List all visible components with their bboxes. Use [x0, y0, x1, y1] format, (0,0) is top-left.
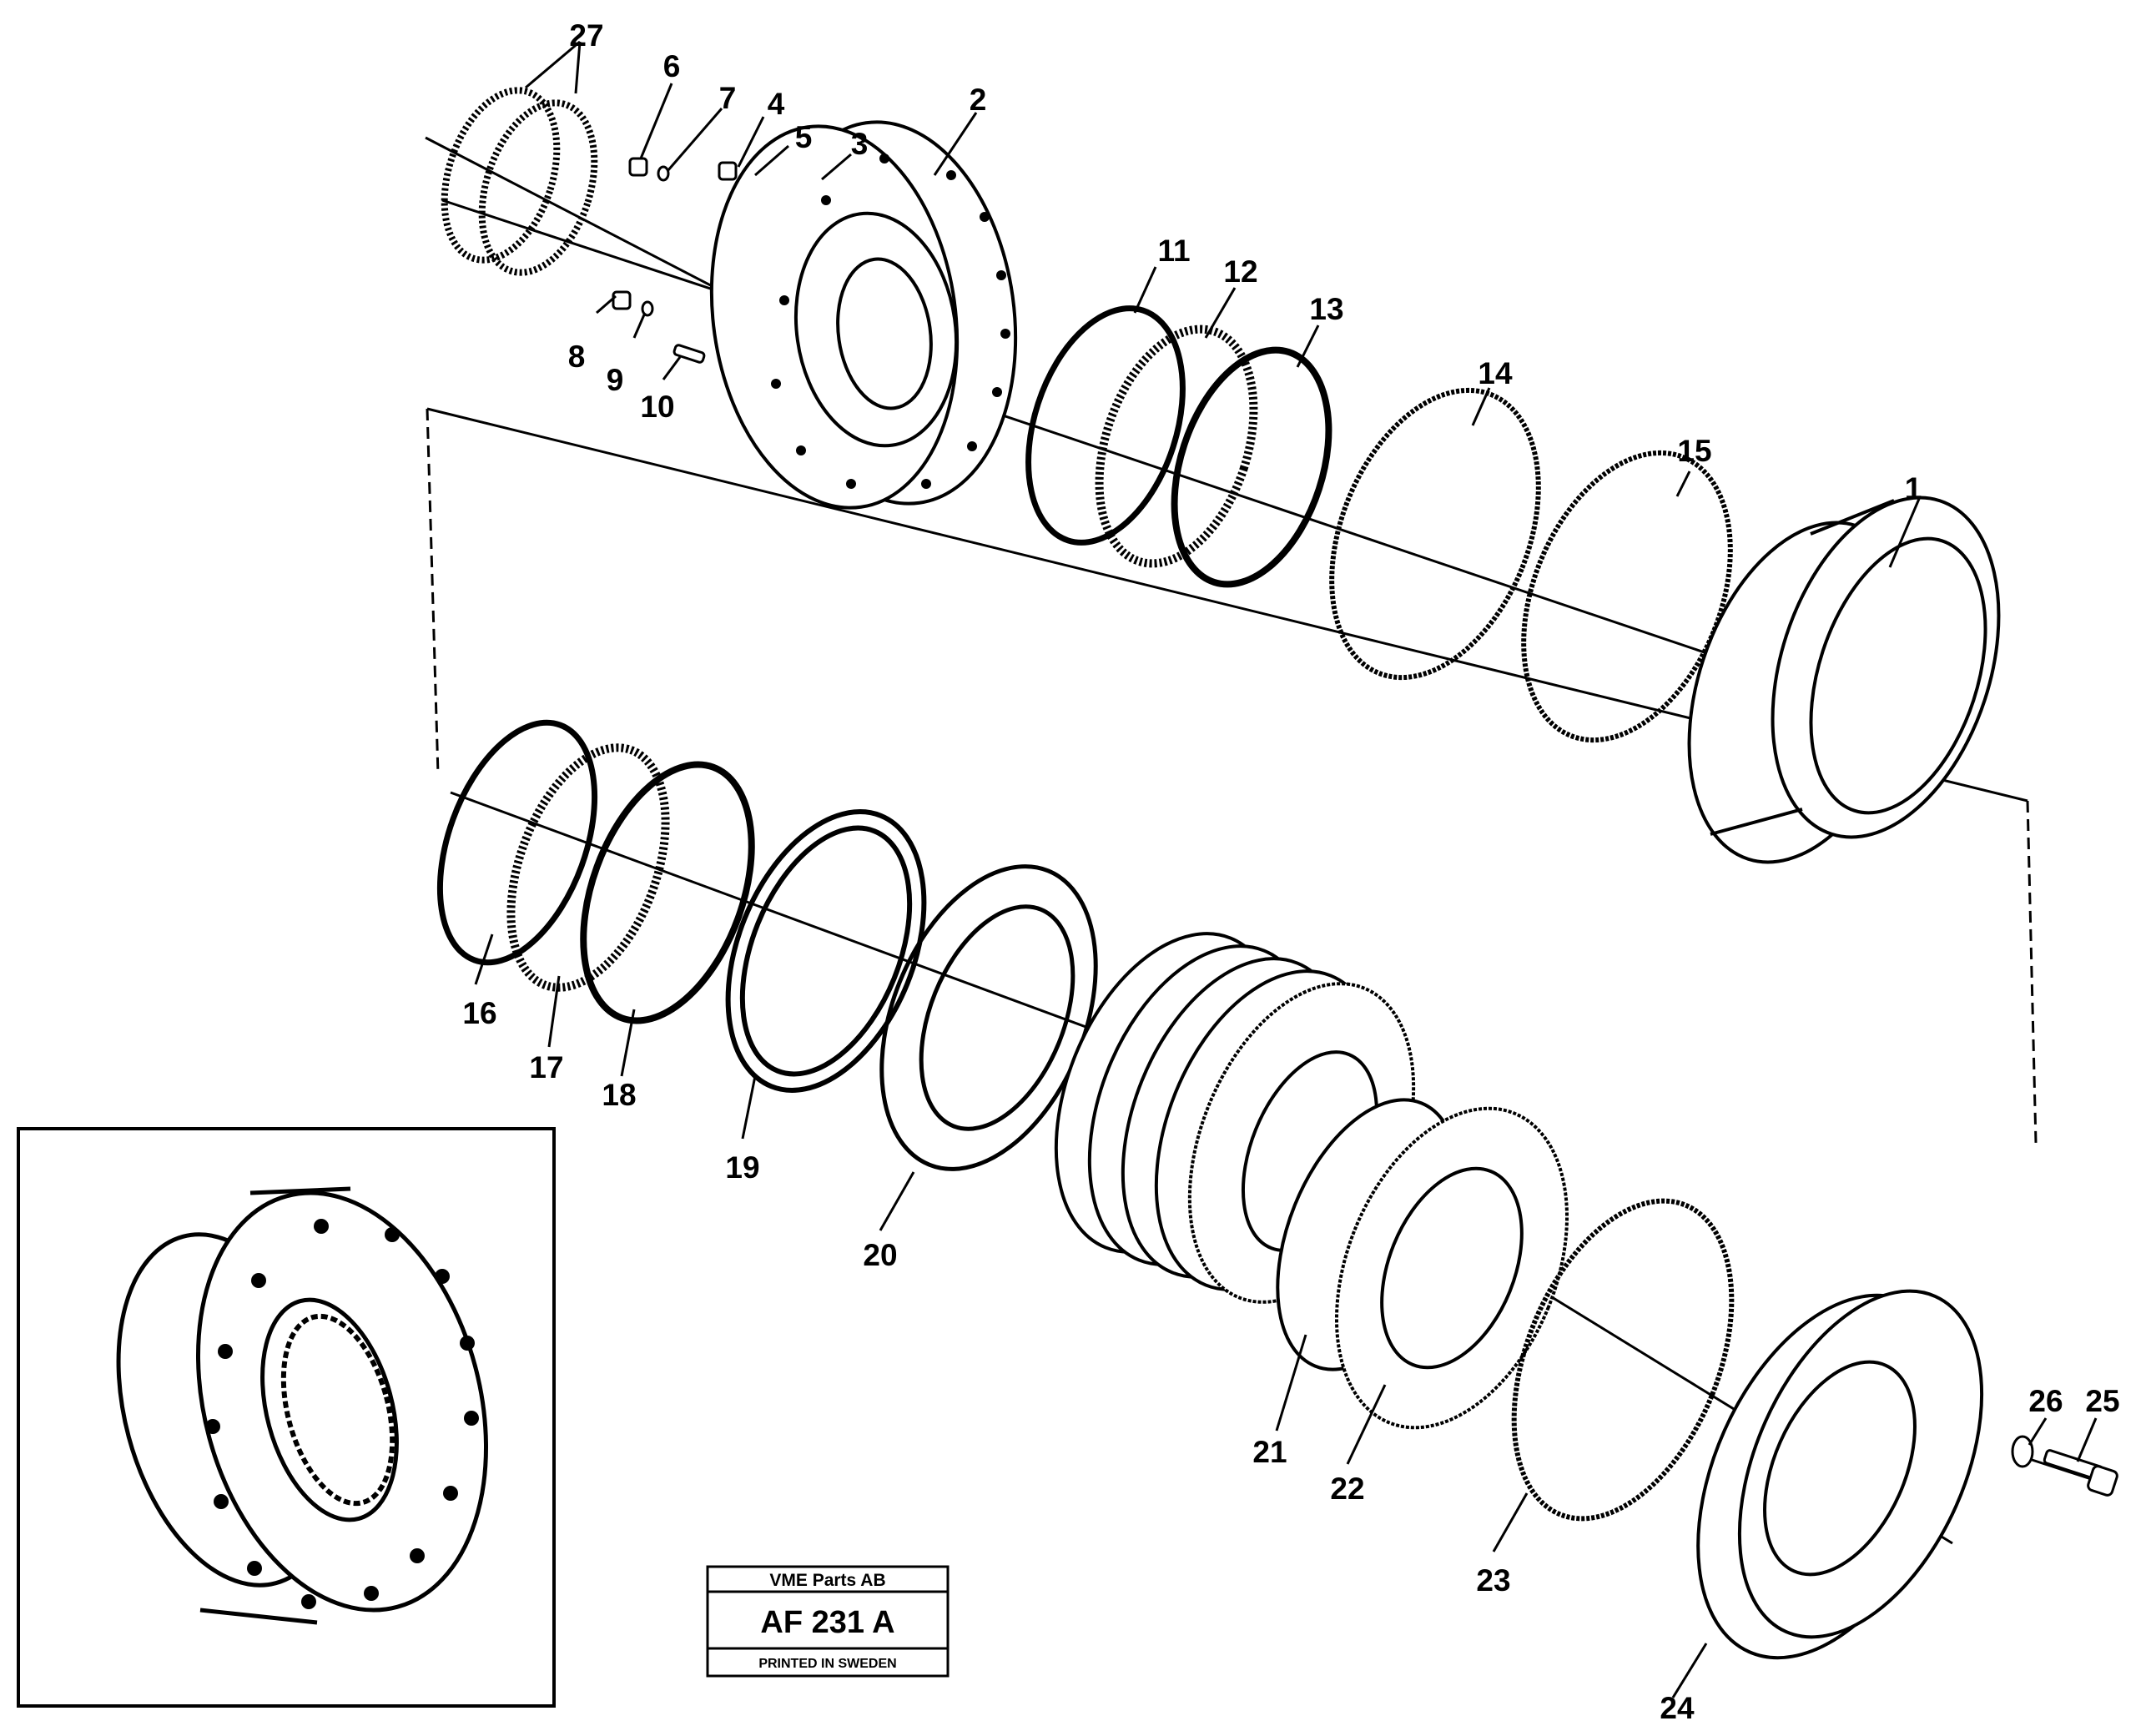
- parts-21-22-discs: [1276, 1098, 1569, 1430]
- callout-24: 24: [1660, 1691, 1695, 1725]
- callout-4: 4: [768, 87, 785, 121]
- callout-1: 1: [1905, 471, 1922, 506]
- callout-15: 15: [1677, 434, 1711, 468]
- part-27-rings: [441, 87, 598, 276]
- part-24-cover: [1696, 1289, 1984, 1660]
- callout-12: 12: [1223, 254, 1257, 289]
- parts-16-18-rings: [436, 719, 755, 1024]
- parts-11-13-rings: [1025, 305, 1332, 588]
- plate-company: VME Parts AB: [769, 1571, 885, 1590]
- callout-5: 5: [795, 120, 813, 154]
- callout-labels: 1 2 3 4 5 6 7 8 9 10 11 12 13 14 15 16 1…: [462, 18, 2119, 1725]
- plate-printed: PRINTED IN SWEDEN: [758, 1657, 896, 1671]
- callout-23: 23: [1476, 1563, 1510, 1598]
- parts-25-26-bolt: [2011, 1435, 2118, 1497]
- callout-6: 6: [663, 49, 681, 83]
- callout-19: 19: [725, 1150, 759, 1185]
- callout-16: 16: [462, 996, 496, 1030]
- callout-18: 18: [602, 1078, 636, 1112]
- callout-14: 14: [1478, 356, 1513, 390]
- callout-13: 13: [1309, 292, 1343, 326]
- callout-10: 10: [640, 390, 674, 424]
- part-19-ring: [725, 809, 927, 1093]
- callout-25: 25: [2085, 1384, 2119, 1418]
- title-plate: VME Parts AB AF 231 A PRINTED IN SWEDEN: [706, 1565, 950, 1678]
- part-2-hub: [709, 120, 1018, 510]
- callout-3: 3: [851, 127, 869, 161]
- callout-8: 8: [568, 340, 586, 374]
- part-2-bolt-holes: [771, 153, 1010, 489]
- inset-bolt-heads: [205, 1219, 479, 1609]
- plate-code: AF 231 A: [760, 1605, 894, 1640]
- leader-lines: [474, 40, 2098, 1698]
- callout-9: 9: [607, 363, 624, 397]
- callout-17: 17: [529, 1050, 563, 1084]
- callout-20: 20: [863, 1238, 897, 1272]
- callout-7: 7: [719, 81, 737, 115]
- part-1-housing: [1687, 496, 2001, 864]
- callout-2: 2: [970, 83, 987, 117]
- callout-21: 21: [1252, 1435, 1287, 1469]
- callout-22: 22: [1330, 1472, 1364, 1506]
- callout-27: 27: [569, 18, 603, 53]
- callout-26: 26: [2028, 1384, 2063, 1418]
- assembled-unit: [116, 1186, 489, 1625]
- callout-11: 11: [1157, 234, 1190, 268]
- dashed-connector: [426, 408, 2038, 1144]
- inset-frame: [17, 1127, 556, 1708]
- disc-pack: [1054, 932, 1416, 1304]
